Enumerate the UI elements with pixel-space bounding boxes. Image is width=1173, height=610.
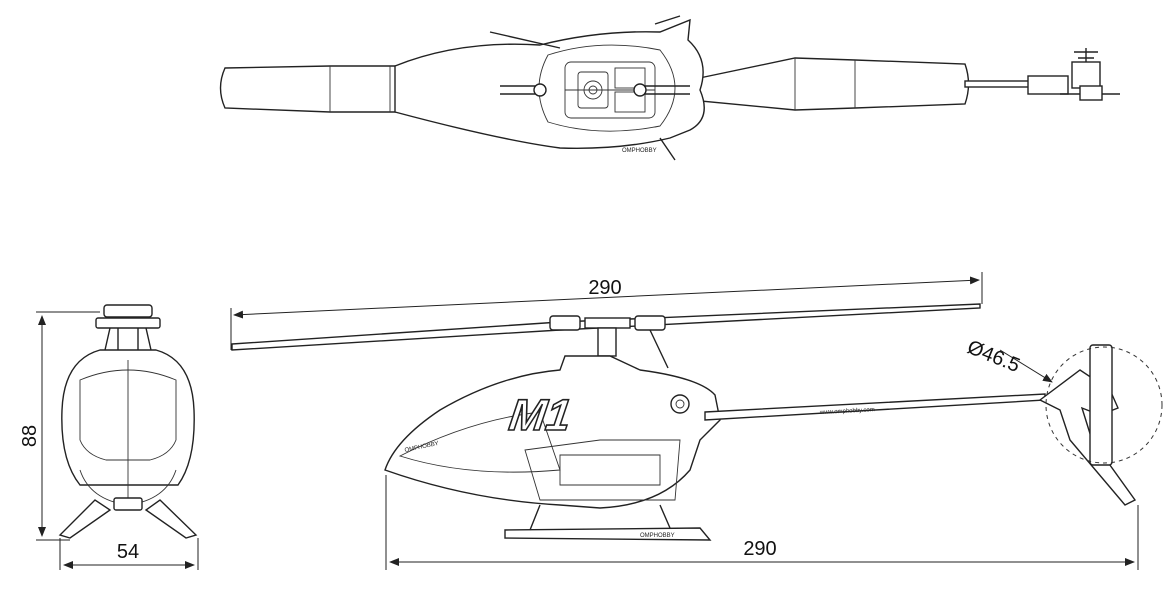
front-view-skid-left [58,499,112,539]
side-view-tail-boom-text: www.omphobby.com [819,407,875,416]
rotor-span-dimension-label: 290 [588,277,621,299]
width-dimension-label: 54 [117,541,139,563]
top-view-main-blade-right [689,57,970,111]
top-view-tail-assembly [1027,48,1120,101]
rotor-span-dimension: 290 [230,272,983,350]
side-view-model-logo: M1 [506,391,574,440]
side-view-skid-brand: OMPHOBBY [640,533,675,539]
top-view-mechanics [564,61,656,119]
front-view [58,304,198,539]
total-length-dimension-label: 290 [743,538,776,560]
side-view-landing-skid [504,527,712,541]
tail-rotor-diameter-label: Ø46.5 [964,336,1023,377]
height-dimension-label: 88 [19,425,41,447]
side-view: M1 OMPHOBBY OMPHOBBY www.omphobby.com [231,303,1163,541]
total-length-dimension: 290 [385,475,1139,570]
front-view-skid-right [144,499,198,539]
tail-rotor-circle [1045,346,1163,464]
top-view-canopy-brand: OMPHOBBY [622,148,657,154]
side-view-tail-fin [1038,369,1137,506]
side-view-tail-boom [704,393,1046,421]
height-dimension: 88 [19,311,100,541]
tail-rotor-diameter-dimension: Ø46.5 [964,336,1053,383]
width-dimension: 54 [59,538,199,570]
side-view-tail-rotor [1089,344,1113,466]
top-view-canopy [394,18,705,149]
top-view: OMPHOBBY [219,15,1120,161]
